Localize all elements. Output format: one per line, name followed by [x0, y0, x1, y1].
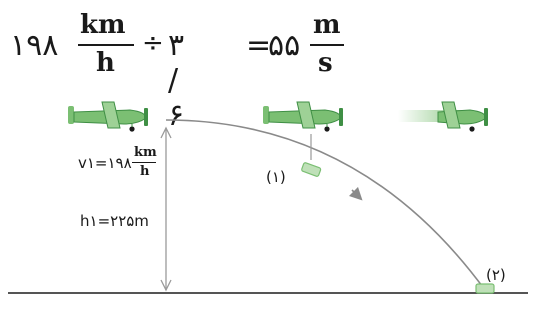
velocity-unit-denominator: h — [140, 164, 150, 179]
height-label: h۱=۲۲۵m — [80, 212, 149, 230]
height-arrow-top — [160, 126, 172, 139]
equation-result-unit-numerator: m — [313, 10, 341, 40]
package-icon — [301, 162, 322, 177]
equation-result-number: ۵۵ — [268, 28, 301, 63]
airplane-icon — [263, 101, 343, 132]
trajectory-arrow — [348, 186, 363, 201]
trajectory-curve — [165, 119, 486, 291]
equation-result-fraction-bar — [310, 44, 344, 46]
equation-fraction-bar — [78, 44, 134, 46]
equation-result-unit-denominator: s — [318, 48, 333, 78]
airplane-icon — [68, 101, 148, 132]
airplane-icon — [398, 101, 488, 132]
equation-unit-numerator: km — [80, 10, 126, 40]
package-icon — [475, 283, 495, 294]
equation-divide-sign: ÷ — [142, 28, 164, 58]
equation-equals-sign: = — [246, 28, 272, 63]
equation-unit-denominator: h — [96, 48, 115, 78]
velocity-unit-numerator: km — [134, 145, 157, 160]
equation-lead-number: ۱۹۸ — [10, 28, 59, 63]
point-2-label: (۲) — [486, 266, 506, 284]
equation-divisor: ۳ / ۶ — [168, 28, 185, 133]
velocity-label: v۱=۱۹۸ — [78, 154, 132, 172]
point-1-label: (۱) — [266, 168, 286, 186]
height-arrow-bottom — [160, 279, 172, 292]
velocity-fraction-bar — [132, 162, 156, 163]
